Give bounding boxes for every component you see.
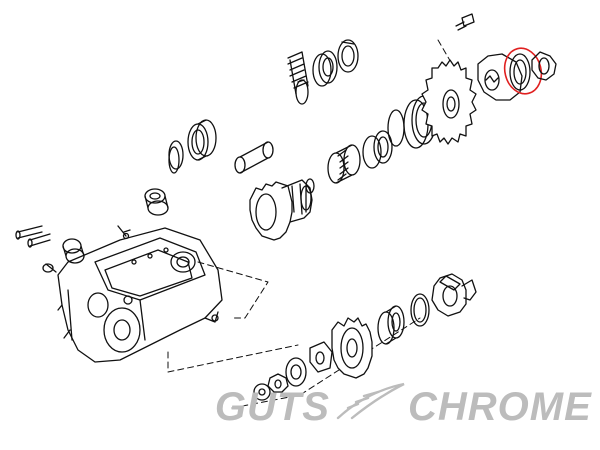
drive-sprocket xyxy=(421,59,477,145)
bearing-race-ring xyxy=(503,47,543,95)
snap-ring-lower xyxy=(410,293,430,327)
sprocket-nut xyxy=(531,51,557,81)
countershaft-gear xyxy=(331,317,373,379)
collar-washer xyxy=(337,39,359,73)
mounting-bolt xyxy=(455,13,475,31)
bushing xyxy=(62,238,85,264)
clutch-hub xyxy=(431,273,477,317)
thrust-plate-lower xyxy=(285,357,307,387)
lock-plate xyxy=(477,53,523,101)
needle-bearing-cage xyxy=(327,144,361,184)
bearing-cup xyxy=(168,119,217,170)
retaining-ring xyxy=(387,109,405,147)
needle-bearing-sleeve xyxy=(234,141,274,174)
spring-set xyxy=(287,51,309,95)
bearing-race xyxy=(362,130,393,169)
case-studs xyxy=(15,225,57,273)
main-drive-gear xyxy=(249,179,313,241)
hex-nut-lower xyxy=(267,373,289,393)
bearing-race-lower xyxy=(377,305,405,345)
cup-bushing xyxy=(144,188,169,216)
thrust-washer xyxy=(305,178,315,194)
snap-ring-left xyxy=(168,146,180,174)
shift-collar xyxy=(312,50,338,87)
washer-small xyxy=(253,383,271,401)
dog-washer xyxy=(309,341,333,373)
snap-ring-upper xyxy=(295,79,309,105)
transmission-case xyxy=(57,225,223,363)
